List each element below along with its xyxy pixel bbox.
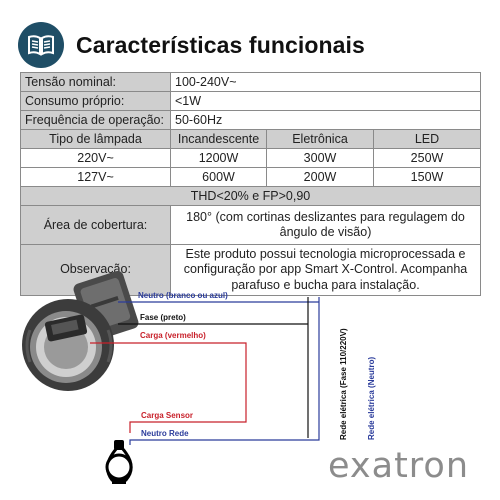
spec-label: Consumo próprio: <box>20 91 171 111</box>
thd-value: THD<20% e FP>0,90 <box>19 186 482 206</box>
lamp-table-header: Tipo de lâmpada Incandescente Eletrônica… <box>20 129 482 149</box>
wire-label-load-sensor: Carga Sensor <box>141 411 193 420</box>
spec-value: Este produto possui tecnologia microproc… <box>169 244 482 296</box>
spec-row-voltage: Tensão nominal: 100-240V~ <box>20 72 482 92</box>
table-cell: 200W <box>266 167 374 187</box>
sensor-device-illustration <box>22 270 139 391</box>
open-book-icon <box>18 22 64 68</box>
column-header: Incandescente <box>170 129 267 149</box>
table-cell: 127V~ <box>20 167 171 187</box>
table-cell: 1200W <box>170 148 267 168</box>
wire-label-neutral-network: Neutro Rede <box>141 429 189 438</box>
table-row: 220V~ 1200W 300W 250W <box>20 148 482 168</box>
brand-logo: exatron <box>328 446 470 486</box>
wire-label-neutral: Neutro (branco ou azul) <box>138 291 228 300</box>
table-cell: 250W <box>372 148 482 168</box>
spec-value: 100-240V~ <box>169 72 482 92</box>
mains-phase-label: Rede elétrica (Fase 110/220V) <box>339 328 348 440</box>
table-cell: 150W <box>372 167 482 187</box>
spec-label: Frequência de operação: <box>20 110 171 130</box>
spec-row-consumption: Consumo próprio: <1W <box>20 91 482 111</box>
spec-value: 180° (com cortinas deslizantes para regu… <box>169 205 482 245</box>
table-cell: 300W <box>266 148 374 168</box>
specs-table: Tensão nominal: 100-240V~ Consumo própri… <box>19 72 482 296</box>
wire-label-load: Carga (vermelho) <box>140 331 206 340</box>
spec-value: <1W <box>169 91 482 111</box>
column-header: Tipo de lâmpada <box>20 129 171 149</box>
table-cell: 600W <box>170 167 267 187</box>
spec-row-notes: Observação: Este produto possui tecnolog… <box>20 244 482 296</box>
wiring-diagram: Neutro (branco ou azul) Fase (preto) Car… <box>22 270 376 484</box>
page-title: Características funcionais <box>76 31 365 58</box>
spec-label: Área de cobertura: <box>20 205 171 245</box>
spec-value: 50-60Hz <box>169 110 482 130</box>
section-header: Características funcionais <box>18 22 365 68</box>
thd-row: THD<20% e FP>0,90 <box>19 186 482 206</box>
spec-row-coverage: Área de cobertura: 180° (com cortinas de… <box>20 205 482 245</box>
mains-neutral-label: Rede elétrica (Neutro) <box>367 357 376 440</box>
column-header: Eletrônica <box>266 129 374 149</box>
lightbulb-icon <box>105 440 133 484</box>
table-row: 127V~ 600W 200W 150W <box>20 167 482 187</box>
column-header: LED <box>372 129 482 149</box>
spec-row-frequency: Frequência de operação: 50-60Hz <box>20 110 482 130</box>
wire-label-phase: Fase (preto) <box>140 313 186 322</box>
table-cell: 220V~ <box>20 148 171 168</box>
spec-label: Tensão nominal: <box>20 72 171 92</box>
